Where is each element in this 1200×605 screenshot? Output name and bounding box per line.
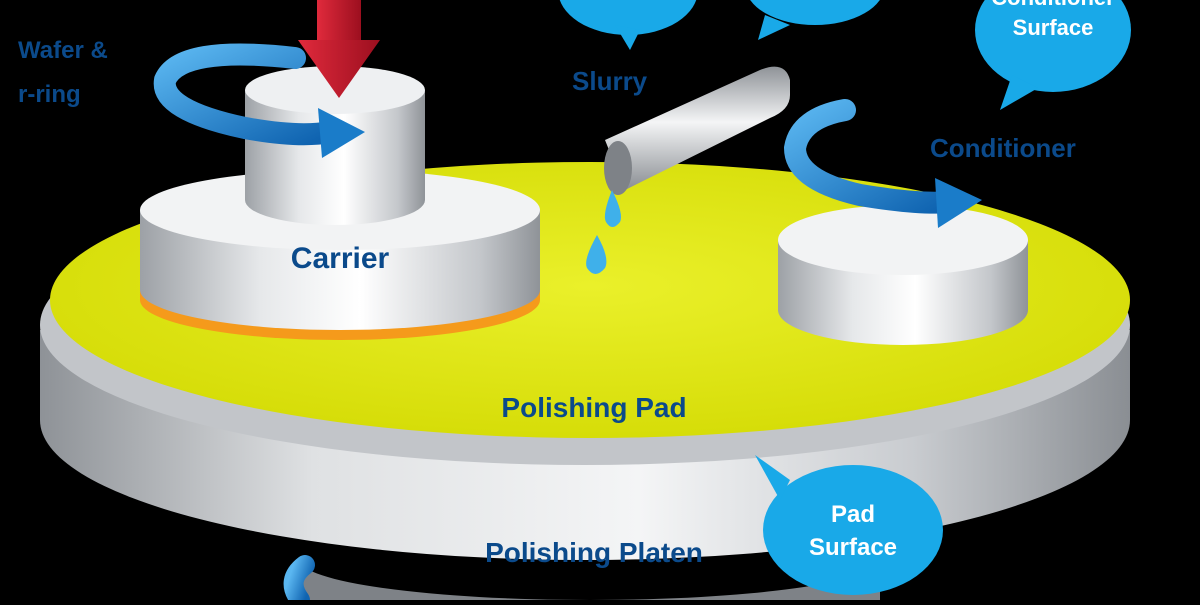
conditioner-surface-line1: Conditioner	[991, 0, 1115, 10]
conditioner-label: Conditioner	[930, 133, 1076, 163]
slurry-feed	[586, 66, 790, 274]
carrier-label: Carrier	[291, 242, 390, 275]
bubble-top-middle	[750, 0, 880, 40]
conditioner-top	[778, 205, 1028, 275]
curved-rotation-arrow-icon	[783, 99, 982, 228]
curved-rotation-arrow-icon	[283, 555, 315, 605]
bubble-conditioner-surface: Conditioner Surface	[975, 0, 1131, 110]
conditioner-assembly	[778, 205, 1028, 345]
down-force-arrow-icon	[298, 0, 380, 98]
droplet-icon	[586, 235, 607, 274]
wafer-ring-label-line2: r-ring	[18, 81, 81, 108]
slurry-tube-opening	[604, 141, 632, 195]
curved-rotation-arrow-icon	[153, 43, 365, 158]
polishing-pad-label: Polishing Pad	[501, 392, 686, 423]
slurry-tube	[605, 66, 790, 190]
pad-surface-line1: Pad	[831, 501, 875, 528]
droplet-icon	[604, 190, 621, 227]
slurry-label: Slurry	[572, 66, 648, 96]
platen-spindle	[300, 560, 880, 600]
pad-surface-line2: Surface	[809, 534, 897, 561]
wafer-ring-label-line1: Wafer &	[18, 37, 108, 64]
conditioner-surface-line2: Surface	[1013, 15, 1094, 40]
polishing-platen-label: Polishing Platen	[485, 537, 703, 568]
bubble-pad-surface: Pad Surface	[755, 455, 943, 595]
bubble-top-left	[559, 0, 697, 50]
